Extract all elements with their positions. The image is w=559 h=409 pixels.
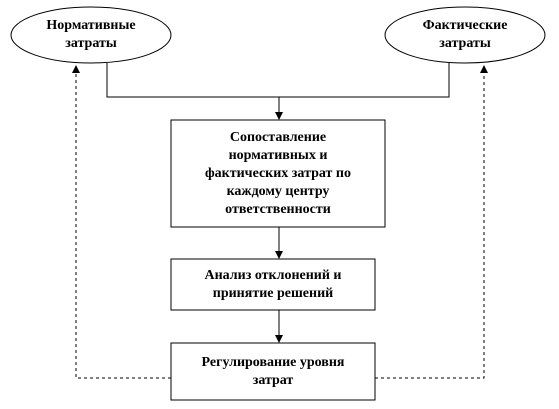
comparison-label: Сопоставление нормативных и фактических … bbox=[204, 129, 351, 217]
normative-costs-label: Нормативные затраты bbox=[46, 18, 136, 51]
analysis-label: Анализ отклонений и принятие решений bbox=[204, 267, 342, 301]
actual-costs-ellipse bbox=[384, 6, 546, 64]
comparison-box bbox=[170, 119, 386, 228]
connector-normative-to-merge bbox=[106, 63, 279, 98]
actual-costs-label: Фактические затраты bbox=[422, 18, 508, 51]
feedback-to-actual bbox=[375, 65, 488, 379]
normative-costs-ellipse bbox=[10, 6, 172, 64]
feedback-to-normative bbox=[72, 65, 171, 379]
regulation-label: Регулирование уровня затрат bbox=[201, 354, 345, 388]
analysis-box bbox=[170, 258, 376, 311]
regulation-box bbox=[170, 342, 376, 401]
connector-actual-to-merge bbox=[279, 63, 450, 98]
